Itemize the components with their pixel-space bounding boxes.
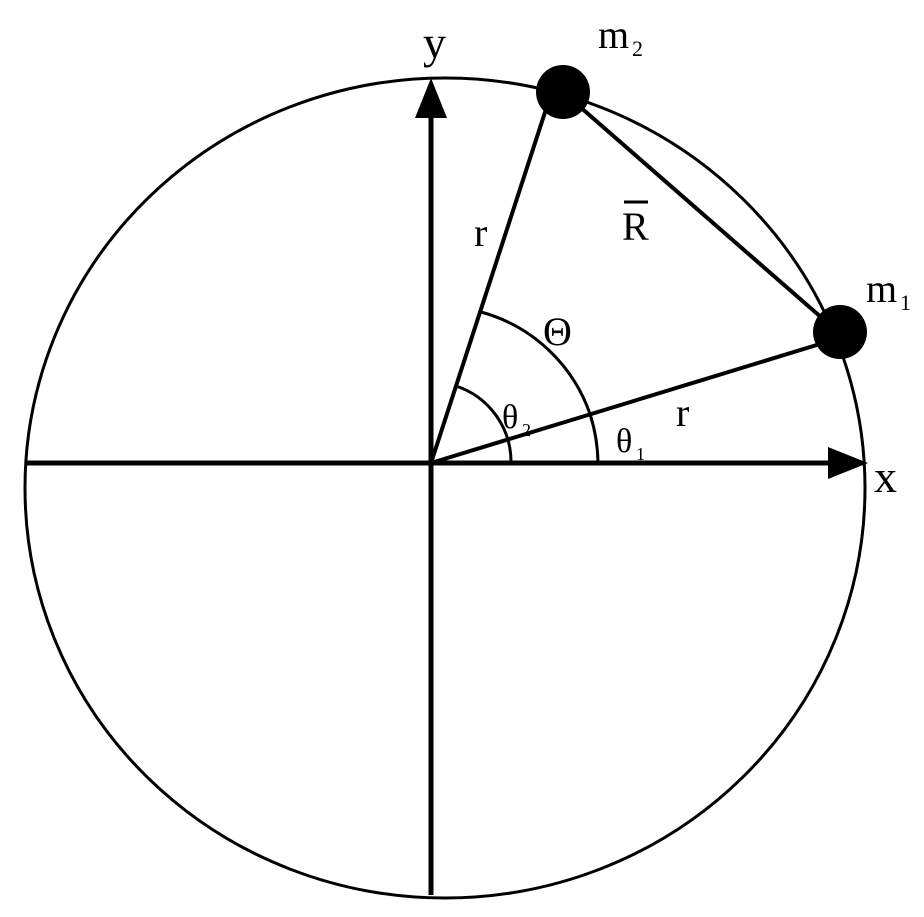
theta-big-arc: [480, 310, 592, 415]
mass1-label: m: [866, 266, 897, 311]
radius-upper-label: r: [474, 210, 487, 255]
mass-m1: [813, 305, 867, 359]
theta1-label: θ: [616, 423, 632, 460]
theta2-arc: [455, 384, 513, 464]
mass-m2: [536, 65, 590, 119]
orbit-circle: [23, 76, 867, 900]
radius-lower-label: r: [676, 390, 689, 435]
mass1-subscript: 1: [900, 290, 911, 315]
theta1-subscript: 1: [636, 444, 645, 464]
theta2-label: θ: [502, 399, 518, 436]
mass2-subscript: 2: [632, 36, 643, 61]
mass2-label: m: [598, 12, 629, 57]
separation-vector-line: [561, 90, 840, 334]
radius-line-m2: [429, 102, 550, 464]
x-axis-arrowhead: [828, 447, 868, 479]
separation-label: R: [622, 204, 649, 249]
y-axis-label: y: [423, 17, 446, 68]
y-axis-arrowhead: [415, 78, 447, 118]
theta2-subscript: 2: [522, 420, 531, 440]
x-axis-label: x: [874, 451, 897, 502]
radius-line-m1: [430, 342, 821, 465]
theta1-arc: [588, 413, 600, 464]
theta-big-label: Θ: [543, 309, 572, 354]
